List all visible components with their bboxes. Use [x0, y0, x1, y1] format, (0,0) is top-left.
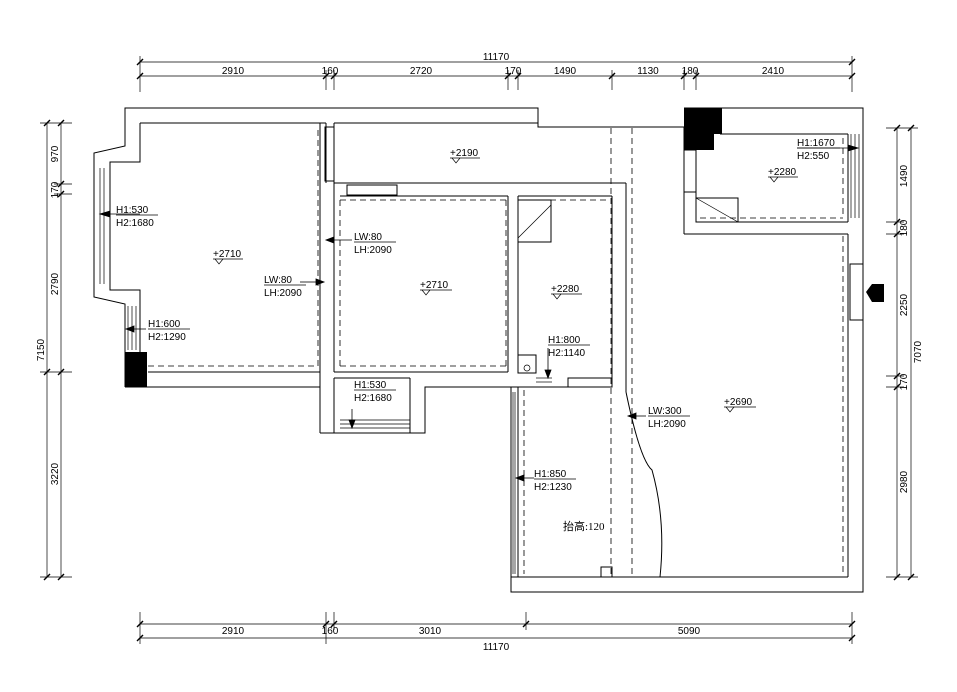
- arrows: [98, 144, 860, 482]
- right-wall-unit: [849, 263, 864, 321]
- shelf-top: [346, 184, 398, 196]
- lower-left-window: [512, 392, 516, 574]
- level-bath: +2280: [551, 284, 580, 295]
- win-left2-h1: H1:600: [148, 319, 181, 330]
- floor-box: [600, 566, 613, 578]
- column-top-right-2: [684, 130, 714, 150]
- win-bottom-h2: H2:1680: [354, 393, 392, 404]
- level-middle-room: +2710: [420, 280, 449, 291]
- top-seg-2: 2720: [410, 66, 433, 77]
- top-seg-7: 2410: [762, 66, 785, 77]
- win-topright-h2: H2:550: [797, 151, 830, 162]
- walls: [93, 107, 864, 593]
- bottom-seg-3: 5090: [678, 626, 701, 637]
- dashed-lines: [148, 128, 844, 576]
- left-seg-0: 970: [50, 145, 61, 162]
- bath-toilet: [517, 354, 537, 374]
- top-dimensions: 11170 2910 160 2720 170 1490 1130 180 24…: [136, 52, 856, 92]
- left-bay-window: [99, 168, 105, 284]
- door-c-lh: LH:2090: [648, 419, 686, 430]
- top-seg-4: 1490: [554, 66, 577, 77]
- top-seg-1: 160: [322, 66, 339, 77]
- wall-niche: [324, 126, 335, 182]
- top-seg-3: 170: [505, 66, 522, 77]
- step-note: 抬高:120: [563, 519, 605, 533]
- win-lower-h1: H1:850: [534, 469, 567, 480]
- left-total: 7150: [36, 338, 47, 361]
- top-seg-6: 180: [682, 66, 699, 77]
- annotations: H1:530 H2:1680 H1:600 H2:1290 LW:80 LH:2…: [116, 138, 840, 533]
- right-wall-marker: [866, 284, 884, 302]
- right-seg-1: 180: [899, 219, 910, 236]
- bottom-dimensions: 2910 160 3010 5090 11170: [136, 612, 856, 653]
- top-total: 11170: [483, 52, 510, 63]
- fixtures: [99, 108, 884, 578]
- right-seg-3: 170: [899, 373, 910, 390]
- bottom-seg-0: 2910: [222, 626, 245, 637]
- bottom-total: 11170: [483, 642, 510, 653]
- bottom-seg-2: 3010: [419, 626, 442, 637]
- right-dimensions: 1490 180 2250 170 2980 7070: [886, 124, 924, 581]
- left-seg-1: 170: [50, 181, 61, 198]
- right-seg-4: 2980: [899, 470, 910, 493]
- top-seg-0: 2910: [222, 66, 245, 77]
- win-bath-h2: H2:1140: [548, 348, 586, 359]
- bottom-seg-1: 160: [322, 626, 339, 637]
- right-seg-0: 1490: [899, 164, 910, 187]
- level-hall: +2190: [450, 148, 479, 159]
- win-left2-h2: H2:1290: [148, 332, 186, 343]
- left-seg-3: 3220: [50, 462, 61, 485]
- top-right-cabinet: [683, 149, 697, 193]
- level-big-room: +2690: [724, 397, 753, 408]
- level-left-room: +2710: [213, 249, 242, 260]
- top-right-bath: [695, 197, 739, 223]
- door-arc: [625, 391, 663, 578]
- left-seg-2: 2790: [50, 272, 61, 295]
- top-seg-5: 1130: [637, 66, 659, 77]
- level-marks: +2190 +2710 +2710 +2280 +2280 +2690: [213, 148, 798, 413]
- door-b-lh: LH:2090: [264, 288, 302, 299]
- door-a-lw: LW:80: [354, 232, 382, 243]
- win-lower-h2: H2:1230: [534, 482, 572, 493]
- bath-fixture: [517, 199, 552, 243]
- door-c-lw: LW:300: [648, 406, 682, 417]
- win-left-h1: H1:530: [116, 205, 149, 216]
- win-bath-h1: H1:800: [548, 335, 581, 346]
- bath-counter: [567, 377, 613, 388]
- column-left: [125, 352, 147, 387]
- door-b-lw: LW:80: [264, 275, 292, 286]
- level-top-right: +2280: [768, 167, 797, 178]
- win-left-h2: H2:1680: [116, 218, 154, 229]
- win-topright-h1: H1:1670: [797, 138, 835, 149]
- right-seg-2: 2250: [899, 293, 910, 316]
- left-dimensions: 970 170 2790 3220 7150: [36, 119, 72, 581]
- door-a-lh: LH:2090: [354, 245, 392, 256]
- column-top-right: [684, 108, 722, 134]
- right-total: 7070: [913, 340, 924, 363]
- win-bottom-h1: H1:530: [354, 380, 387, 391]
